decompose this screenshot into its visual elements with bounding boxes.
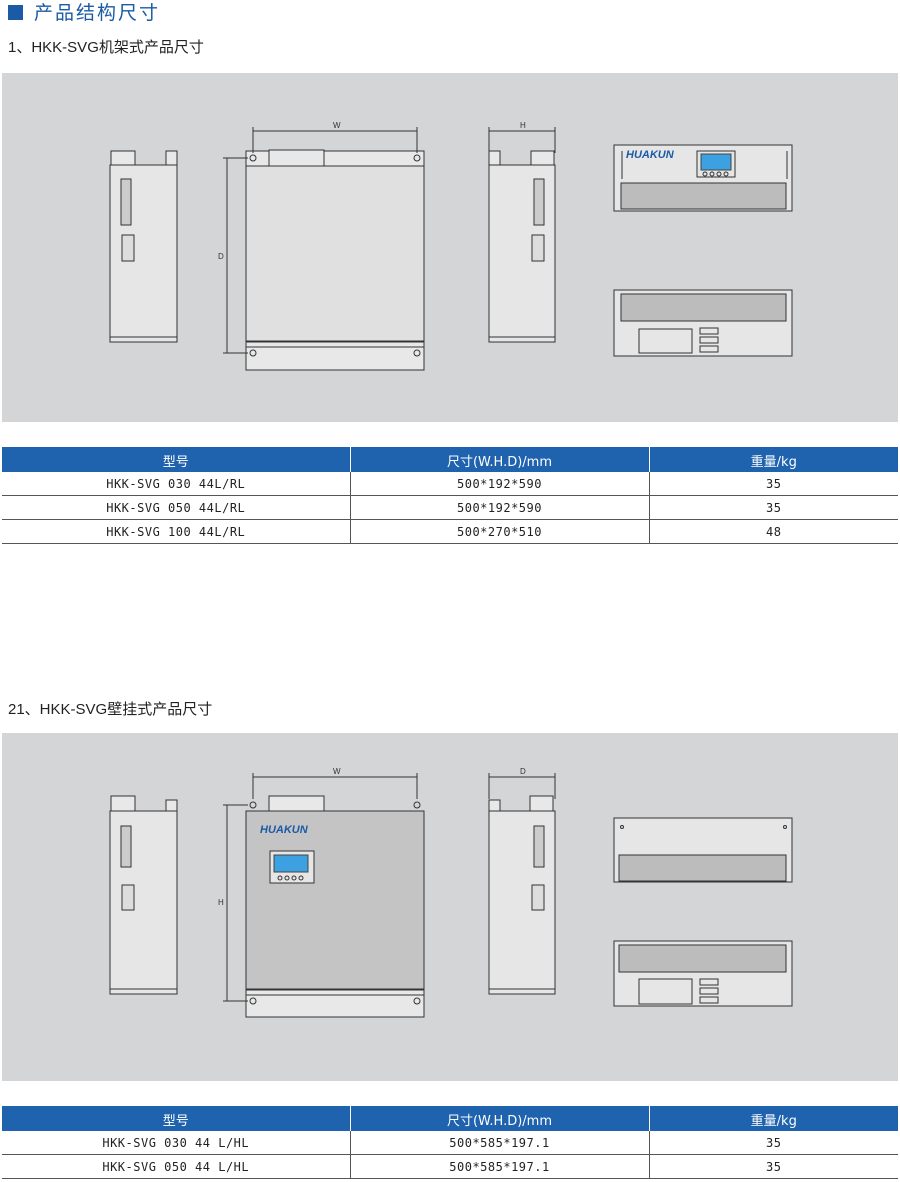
col-header-model: 型号 [2,447,351,472]
wall-drawing: W H D HUAKUN [109,767,793,1018]
rack-right-side-view [488,127,556,343]
col-header-weight: 重量/kg [649,1106,898,1131]
wall-top-panel-view [613,817,793,883]
brand-logo: HUAKUN [260,824,309,836]
dim-d-label: D [218,252,224,261]
brand-logo: HUAKUN [626,149,675,161]
section-marker-icon [8,5,23,20]
rack-front-panel-view [613,144,793,212]
cell-dimensions: 500*585*197.1 [350,1131,650,1155]
dim-h-label: H [218,898,224,907]
dim-d-label: D [520,767,526,776]
col-header-model: 型号 [2,1106,351,1131]
dim-w-label: W [333,767,341,776]
table-row: HKK-SVG 050 44L/RL 500*192*590 35 [2,495,898,520]
dim-w-label: W [333,121,341,130]
cell-dimensions: 500*192*590 [350,495,650,520]
cell-model: HKK-SVG 100 44L/RL [2,519,351,544]
rack-left-side-view [109,150,178,343]
table-row: HKK-SVG 100 44L/RL 500*270*510 48 [2,519,898,544]
cell-weight: 35 [649,472,898,496]
cell-weight: 35 [649,495,898,520]
wall-bottom-panel-view [613,940,793,1007]
rack-front-view [223,127,425,371]
cell-model: HKK-SVG 050 44 L/HL [2,1154,351,1179]
wall-front-view [223,773,425,1018]
page-title: 产品结构尺寸 [34,3,161,24]
rack-drawing: W D H HUAKUN [109,121,793,371]
cell-weight: 35 [649,1154,898,1179]
section2-spec-table: 型号 尺寸(W.H.D)/mm 重量/kg HKK-SVG 030 44 L/H… [2,1106,898,1179]
cell-weight: 35 [649,1131,898,1155]
cell-model: HKK-SVG 050 44L/RL [2,495,351,520]
cell-weight: 48 [649,519,898,544]
cell-dimensions: 500*192*590 [350,472,650,496]
section1-subtitle: 1、HKK-SVG机架式产品尺寸 [8,39,204,56]
table-row: HKK-SVG 050 44 L/HL 500*585*197.1 35 [2,1154,898,1179]
col-header-dimensions: 尺寸(W.H.D)/mm [350,1106,650,1131]
cell-model: HKK-SVG 030 44 L/HL [2,1131,351,1155]
section1-spec-table: 型号 尺寸(W.H.D)/mm 重量/kg HKK-SVG 030 44L/RL… [2,447,898,544]
cell-dimensions: 500*585*197.1 [350,1154,650,1179]
col-header-dimensions: 尺寸(W.H.D)/mm [350,447,650,472]
table-row: HKK-SVG 030 44 L/HL 500*585*197.1 35 [2,1131,898,1155]
wall-right-side-view [488,773,556,995]
wall-left-side-view [109,795,178,995]
cell-model: HKK-SVG 030 44L/RL [2,472,351,496]
cell-dimensions: 500*270*510 [350,519,650,544]
section2-subtitle: 21、HKK-SVG壁挂式产品尺寸 [8,701,213,718]
table-row: HKK-SVG 030 44L/RL 500*192*590 35 [2,472,898,496]
dim-h-label: H [520,121,526,130]
rack-rear-panel-view [613,289,793,357]
col-header-weight: 重量/kg [649,447,898,472]
